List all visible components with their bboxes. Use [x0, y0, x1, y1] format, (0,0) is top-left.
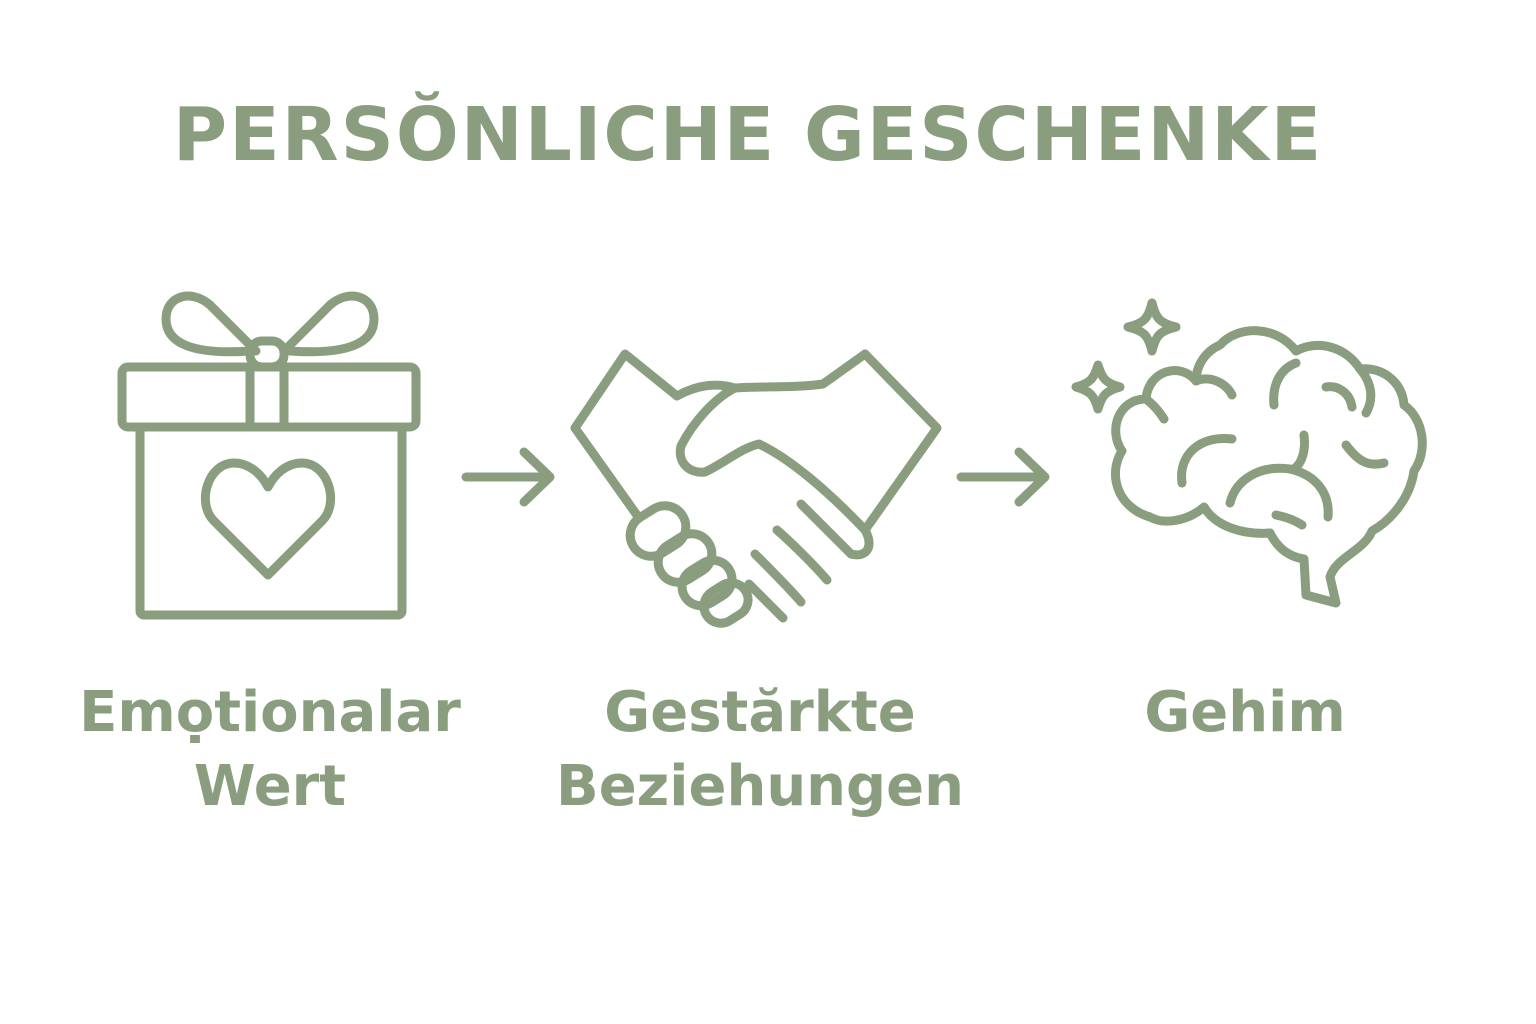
handshake-icon — [565, 340, 955, 630]
brain-sparkle-icon — [1060, 295, 1430, 615]
arrow-right-icon — [460, 442, 560, 512]
step-label-brain: Gehim — [1144, 680, 1346, 745]
step-label-strengthened-relationships: Gestărkte Beziehungen — [556, 680, 964, 819]
step-label-emotional-value: Emọtionalar Wert — [79, 680, 461, 819]
gift-heart-icon — [110, 285, 430, 625]
diagram-title: PERSŎNLICHE GESCHENKE — [172, 92, 1324, 178]
arrow-right-icon — [955, 442, 1055, 512]
